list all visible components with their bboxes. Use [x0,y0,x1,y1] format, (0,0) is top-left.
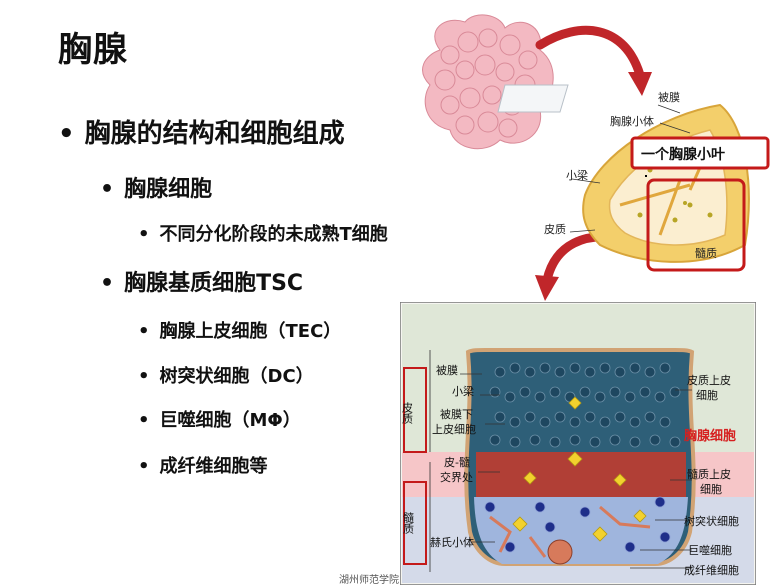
label-trabecula: 小梁 [566,168,588,182]
label-capsule: 被膜 [658,91,680,104]
footer-caption: 湖州师范学院 [339,575,399,586]
bullet-immature-t: • 不同分化阶段的未成熟T细胞 [138,220,388,246]
bullet-fibroblast: • 成纤维细胞等 [138,452,268,478]
bullet-dot: • [58,119,75,149]
slide-title: 胸腺 [58,30,128,70]
bullet-thymocytes: • 胸腺细胞 [100,171,212,203]
label-cortex: 皮质 [544,223,566,236]
label-cortical-epi-2: 细胞 [696,389,718,402]
bullet-dot: • [138,410,150,431]
bullet-dot: • [138,456,150,477]
label-fibroblast: 成纤维细胞 [684,564,739,577]
label-lobule: 胸腺小体 [610,114,654,128]
label-subcapsular-2: 上皮细胞 [432,423,476,436]
bullet-text: 成纤维细胞等 [159,456,268,477]
histology-diagram: 皮质 髓质 被膜 小梁 被膜下 上皮细胞 皮-髓 交界处 赫氏小体 皮质上皮 细… [400,302,756,585]
bullet-stromal: • 胸腺基质细胞TSC [100,265,303,297]
label-medullary-epi-1: 髓质上皮 [687,468,731,481]
label-macrophage: 巨噬细胞 [688,543,732,557]
arrow-icon [535,25,652,96]
label-junction-2: 交界处 [440,470,473,484]
bullet-text: 不同分化阶段的未成熟T细胞 [159,224,388,245]
label-medullary-epi-2: 细胞 [700,483,722,496]
label-one-lobule: 一个胸腺小叶 [641,146,725,163]
bullet-text: 胸腺基质细胞TSC [124,271,304,296]
side-label-cortex: 皮质 [401,402,414,424]
label-medulla: 髓质 [695,247,717,260]
thymus-organ-illustration [422,14,569,150]
label-cortical-epi-1: 皮质上皮 [687,374,731,387]
bullet-dot: • [100,177,115,202]
label-capsule-h: 被膜 [436,364,458,377]
bullet-text: 树突状细胞（DC） [159,366,314,387]
bullet-text: 胸腺上皮细胞（TEC） [159,321,342,342]
label-dendritic: 树突状细胞 [684,514,739,528]
bullet-dot: • [100,271,115,296]
bullet-structure: • 胸腺的结构和细胞组成 [58,113,345,150]
label-thymocyte: 胸腺细胞 [684,428,736,444]
bullet-tec: • 胸腺上皮细胞（TEC） [138,317,341,343]
bullet-text: 胸腺细胞 [124,177,213,202]
bullet-macrophage: • 巨噬细胞（MΦ） [138,406,301,432]
bullet-text: 胸腺的结构和细胞组成 [84,119,345,149]
bullet-dc: • 树突状细胞（DC） [138,362,314,388]
label-subcapsular-1: 被膜下 [440,408,473,421]
side-label-medulla: 髓质 [402,512,415,534]
label-junction-1: 皮-髓 [444,456,470,469]
label-trabecula-h: 小梁 [452,384,474,398]
bullet-dot: • [138,366,150,387]
lobule-diagram: 被膜 胸腺小体 一个胸腺小叶 小梁 皮质 髓质 [544,91,770,272]
bullet-dot: • [138,321,150,342]
label-hassall: 赫氏小体 [430,535,474,549]
bullet-dot: • [138,224,150,245]
bullet-text: 巨噬细胞（MΦ） [159,410,301,431]
